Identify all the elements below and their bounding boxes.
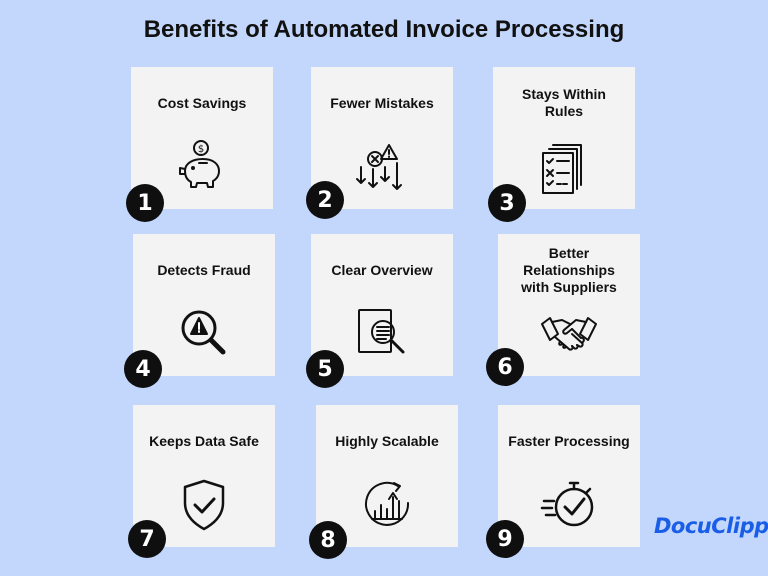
card-label: Cost Savings bbox=[157, 94, 247, 111]
checklist-icon bbox=[535, 139, 593, 197]
page-title: Benefits of Automated Invoice Processing bbox=[143, 16, 625, 43]
benefit-card-stays-within-rules: Stays Within Rules bbox=[493, 67, 635, 209]
card-label: Detects Fraud bbox=[157, 261, 251, 278]
badge-8: 8 bbox=[309, 521, 347, 559]
card-label: Faster Processing bbox=[508, 432, 630, 449]
badge-9: 9 bbox=[486, 520, 524, 558]
logo-part2: Clipper bbox=[711, 514, 768, 538]
card-label: Stays Within Rules bbox=[522, 86, 606, 119]
docuclipper-logo: DocuClipper bbox=[654, 514, 768, 538]
shield-check-icon bbox=[175, 477, 233, 535]
badge-7: 7 bbox=[128, 520, 166, 558]
card-label: Clear Overview bbox=[331, 261, 433, 278]
badge-5: 5 bbox=[306, 350, 344, 388]
badge-4: 4 bbox=[124, 350, 162, 388]
badge-2: 2 bbox=[306, 181, 344, 219]
magnifier-warning-icon bbox=[175, 306, 233, 364]
card-label: Highly Scalable bbox=[335, 432, 439, 449]
piggy-bank-icon: $ bbox=[173, 139, 231, 197]
card-label: Better Relationships with Suppliers bbox=[521, 244, 617, 295]
document-search-icon bbox=[353, 306, 411, 364]
logo-part1: Docu bbox=[654, 514, 712, 538]
benefit-card-clear-overview: Clear Overview bbox=[311, 234, 453, 376]
handshake-icon bbox=[540, 306, 598, 364]
error-reduction-icon bbox=[353, 139, 411, 197]
card-label: Fewer Mistakes bbox=[330, 94, 434, 111]
badge-3: 3 bbox=[488, 184, 526, 222]
benefit-card-cost-savings: Cost Savings $ bbox=[131, 67, 273, 209]
benefit-card-better-relationships: Better Relationships with Suppliers bbox=[498, 234, 640, 376]
badge-6: 6 bbox=[486, 348, 524, 386]
benefit-card-highly-scalable: Highly Scalable bbox=[316, 405, 458, 547]
card-label: Keeps Data Safe bbox=[149, 432, 259, 449]
badge-1: 1 bbox=[126, 184, 164, 222]
stopwatch-check-icon bbox=[540, 477, 598, 535]
benefit-card-faster-processing: Faster Processing bbox=[498, 405, 640, 547]
growth-chart-icon bbox=[358, 477, 416, 535]
benefit-card-detects-fraud: Detects Fraud bbox=[133, 234, 275, 376]
svg-text:$: $ bbox=[198, 144, 204, 155]
